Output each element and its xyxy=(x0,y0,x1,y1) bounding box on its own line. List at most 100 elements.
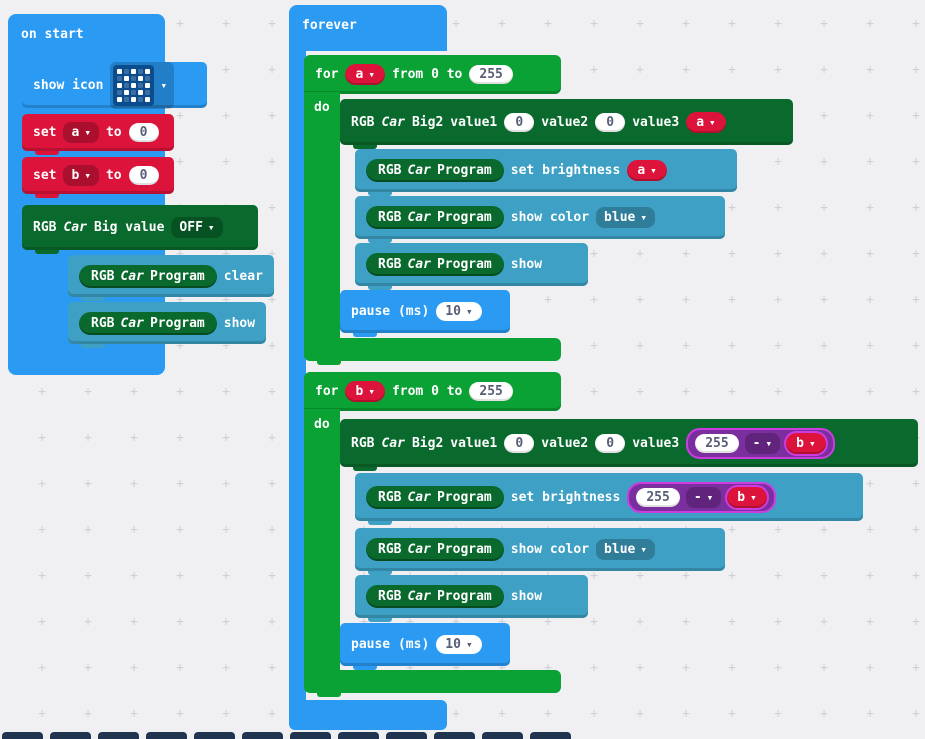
value1-input[interactable]: 0 xyxy=(504,433,535,453)
grid-plus-mark: + xyxy=(268,430,276,446)
grid-plus-mark: + xyxy=(728,384,736,400)
for-loop-footer[interactable] xyxy=(304,670,561,697)
pill-program-label: Program xyxy=(436,257,492,272)
grid-plus-mark: + xyxy=(820,384,828,400)
operator-dropdown[interactable]: - xyxy=(744,432,781,454)
loop-limit-input[interactable]: 255 xyxy=(469,382,513,401)
for-loop-footer[interactable] xyxy=(304,338,561,365)
grid-plus-mark: + xyxy=(222,108,230,124)
for-loop-header[interactable]: for a from 0 to 255 xyxy=(304,55,561,94)
value2-input[interactable]: 0 xyxy=(595,433,626,453)
grid-plus-mark: + xyxy=(774,292,782,308)
led-icon-dropdown[interactable] xyxy=(110,61,175,109)
color-dropdown[interactable]: blue xyxy=(596,207,655,228)
led-dot xyxy=(117,89,123,95)
grid-plus-mark: + xyxy=(820,660,828,676)
chevron-down-icon xyxy=(640,210,647,225)
grid-plus-mark: + xyxy=(866,338,874,354)
variable-name: b xyxy=(796,435,804,451)
grid-plus-mark: + xyxy=(774,154,782,170)
led-dot xyxy=(117,75,123,81)
pause-block[interactable]: pause (ms) 10 xyxy=(340,623,510,670)
pause-block[interactable]: pause (ms) 10 xyxy=(340,290,510,337)
variable-b-dropdown[interactable]: b xyxy=(345,381,385,402)
variable-name: a xyxy=(637,163,646,178)
grid-plus-mark: + xyxy=(176,384,184,400)
grid-plus-mark: + xyxy=(268,154,276,170)
grid-plus-mark: + xyxy=(636,706,644,722)
forever-header[interactable]: forever xyxy=(289,5,447,51)
color-dropdown[interactable]: blue xyxy=(596,539,655,560)
chevron-down-icon xyxy=(640,542,647,557)
set-brightness-block[interactable]: RGB Car Program set brightness 255 - b xyxy=(355,473,863,525)
grid-plus-mark: + xyxy=(268,200,276,216)
variable-b-dropdown[interactable]: b xyxy=(727,486,767,508)
value1-input[interactable]: 0 xyxy=(504,112,535,132)
math-subtract-block[interactable]: 255 - b xyxy=(627,481,776,513)
do-label: do xyxy=(314,417,330,432)
grid-plus-mark: + xyxy=(176,154,184,170)
forever-spine[interactable] xyxy=(289,49,306,700)
rgb-car-program-pill: RGB Car Program xyxy=(366,159,504,182)
rgb-label: RGB xyxy=(33,220,57,235)
variable-a-dropdown[interactable]: a xyxy=(627,160,667,181)
grid-plus-mark: + xyxy=(866,522,874,538)
off-dropdown[interactable]: OFF xyxy=(171,217,223,238)
grid-plus-mark: + xyxy=(682,338,690,354)
show-color-block[interactable]: RGB Car Program show color blue xyxy=(355,528,725,575)
rgb-car-program-show-block[interactable]: RGB Car Program show xyxy=(355,243,588,290)
set-variable-block[interactable]: set b to 0 xyxy=(22,157,174,198)
variable-a-dropdown[interactable]: a xyxy=(63,122,99,143)
grid-plus-mark: + xyxy=(636,292,644,308)
show-color-block[interactable]: RGB Car Program show color blue xyxy=(355,196,725,243)
show-icon-block[interactable]: show icon xyxy=(22,61,207,112)
variable-b-dropdown[interactable]: b xyxy=(63,165,99,186)
show-icon-label: show icon xyxy=(33,77,104,93)
pause-duration-dropdown[interactable]: 10 xyxy=(436,635,482,654)
pill-car-label: Car xyxy=(120,268,144,284)
led-dot xyxy=(145,68,151,74)
variable-b-dropdown[interactable]: b xyxy=(786,432,826,454)
grid-plus-mark: + xyxy=(222,660,230,676)
chevron-down-icon xyxy=(766,436,773,451)
rgb-car-program-clear-block[interactable]: RGB Car Program clear xyxy=(68,255,274,301)
set-variable-block[interactable]: set a to 0 xyxy=(22,114,174,155)
value-input[interactable]: 0 xyxy=(128,166,159,185)
led-dot xyxy=(124,89,130,95)
grid-plus-mark: + xyxy=(268,108,276,124)
loop-limit-input[interactable]: 255 xyxy=(469,65,513,84)
grid-plus-mark: + xyxy=(84,476,92,492)
math-left-input[interactable]: 255 xyxy=(695,433,739,453)
set-brightness-block[interactable]: RGB Car Program set brightness a xyxy=(355,149,737,196)
led-dot xyxy=(131,68,137,74)
grid-plus-mark: + xyxy=(636,614,644,630)
value3-label: value3 xyxy=(632,435,680,451)
grid-plus-mark: + xyxy=(38,706,46,722)
for-loop-header[interactable]: for b from 0 to 255 xyxy=(304,372,561,411)
pill-program-label: Program xyxy=(436,589,492,604)
grid-plus-mark: + xyxy=(774,706,782,722)
set-brightness-label: set brightness xyxy=(510,163,621,178)
led-dot xyxy=(131,82,137,88)
grid-plus-mark: + xyxy=(176,246,184,262)
math-subtract-block[interactable]: 255 - b xyxy=(686,427,835,459)
value2-input[interactable]: 0 xyxy=(595,112,626,132)
for-loop-spine[interactable]: do xyxy=(304,409,340,670)
rgb-car-big-value-block[interactable]: RGB Car Big value OFF xyxy=(22,205,258,254)
rgb-car-program-show-block[interactable]: RGB Car Program show xyxy=(68,302,267,348)
rgb-car-program-show-block[interactable]: RGB Car Program show xyxy=(355,575,588,622)
grid-plus-mark: + xyxy=(268,338,276,354)
operator-label: - xyxy=(693,489,702,505)
rgb-car-big2-block[interactable]: RGB Car Big2 value1 0 value2 0 value3 25… xyxy=(340,419,918,471)
for-loop-spine[interactable]: do xyxy=(304,92,340,338)
math-left-input[interactable]: 255 xyxy=(636,487,680,507)
value-input[interactable]: 0 xyxy=(128,123,159,142)
variable-a-dropdown[interactable]: a xyxy=(345,64,385,85)
rgb-car-big2-block[interactable]: RGB Car Big2 value1 0 value2 0 value3 a xyxy=(340,99,793,149)
grid-plus-mark: + xyxy=(268,384,276,400)
operator-dropdown[interactable]: - xyxy=(685,486,722,508)
forever-footer[interactable] xyxy=(289,700,447,730)
pause-duration-dropdown[interactable]: 10 xyxy=(436,302,482,321)
variable-a-dropdown[interactable]: a xyxy=(686,111,726,133)
